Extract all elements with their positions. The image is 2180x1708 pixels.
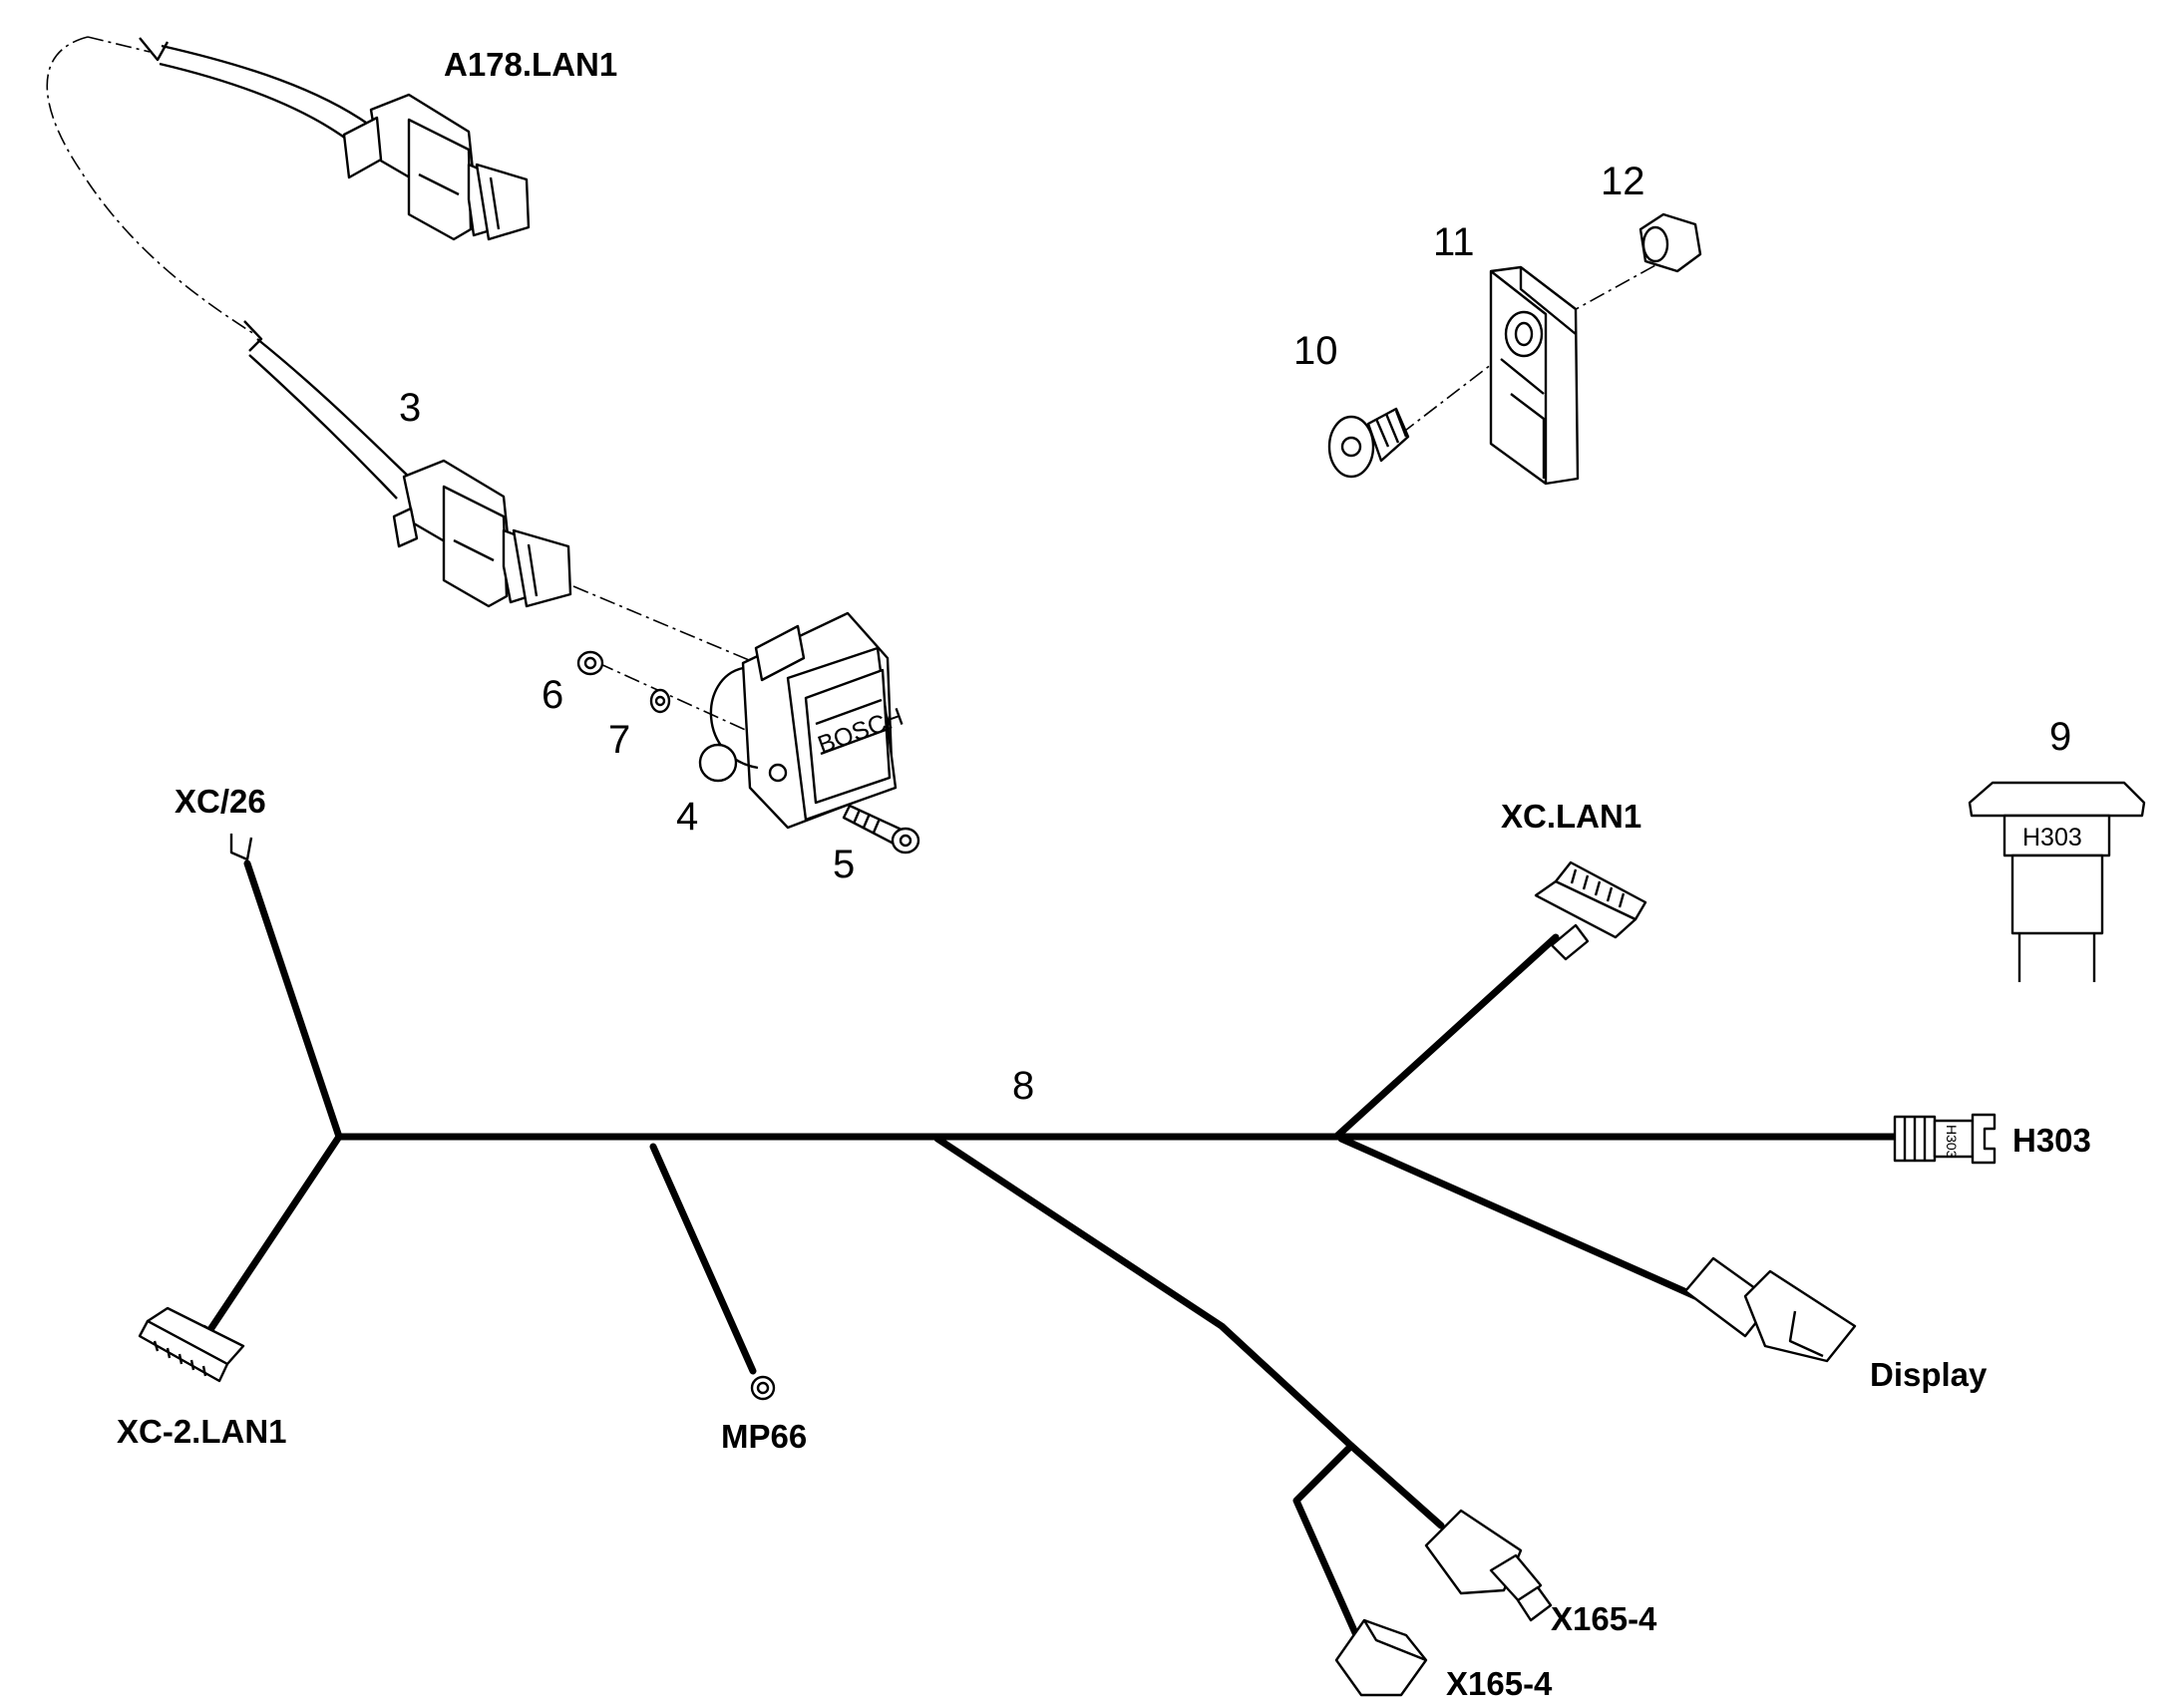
bracket-11 <box>1489 265 1580 486</box>
label-part-7: 7 <box>608 718 630 762</box>
connector-x1654-a <box>1424 1509 1553 1622</box>
label-mp66: MP66 <box>721 1418 807 1455</box>
lamp-label-text: H303 <box>2022 824 2082 852</box>
label-part-9: 9 <box>2049 715 2071 759</box>
connector-3 <box>392 459 572 608</box>
label-part-12: 12 <box>1601 160 1645 203</box>
label-a178-lan1: A178.LAN1 <box>444 46 617 83</box>
ground-point-mp66 <box>750 1375 776 1401</box>
connector-xc-lan1 <box>1534 860 1647 961</box>
washer-7 <box>649 688 671 714</box>
terminal-xc26 <box>229 834 253 861</box>
connector-xc2-lan1 <box>138 1306 245 1383</box>
label-xc26: XC/26 <box>175 783 266 820</box>
lan-socket-4: BOSCH <box>698 611 907 830</box>
indicator-lamp-9: H303 <box>1968 781 2146 982</box>
connector-display <box>1683 1256 1857 1363</box>
label-x1654-a: X165-4 <box>1551 1600 1657 1637</box>
centerline-bracket <box>1400 253 1676 435</box>
label-part-11: 11 <box>1433 220 1475 264</box>
centerline-connector-to-socket <box>572 585 769 669</box>
nut-6 <box>576 650 604 676</box>
label-part-5: 5 <box>833 843 855 886</box>
label-x1654-b: X165-4 <box>1446 1665 1553 1702</box>
label-part-3: 3 <box>399 386 421 430</box>
screw-5 <box>842 804 920 854</box>
label-xc2-lan1: XC-2.LAN1 <box>117 1413 287 1450</box>
main-harness-8 <box>205 859 1909 1639</box>
label-part-6: 6 <box>542 673 563 717</box>
nut-12 <box>1638 212 1702 273</box>
connector-a178-lan1 <box>342 93 531 241</box>
screw-10 <box>1327 407 1410 479</box>
label-display: Display <box>1870 1356 1988 1393</box>
lan-cable-assembly <box>46 36 572 608</box>
connector-x1654-b <box>1334 1618 1428 1697</box>
centerline-nut-to-socket <box>597 662 764 739</box>
label-part-10: 10 <box>1293 329 1338 373</box>
label-part-8: 8 <box>1012 1064 1034 1108</box>
plug-h303-tag: H303 <box>1944 1125 1960 1159</box>
label-part-4: 4 <box>676 795 698 839</box>
label-xc-lan1: XC.LAN1 <box>1501 798 1641 835</box>
label-h303: H303 <box>2012 1122 2091 1159</box>
plug-h303: H303 <box>1893 1113 1997 1165</box>
